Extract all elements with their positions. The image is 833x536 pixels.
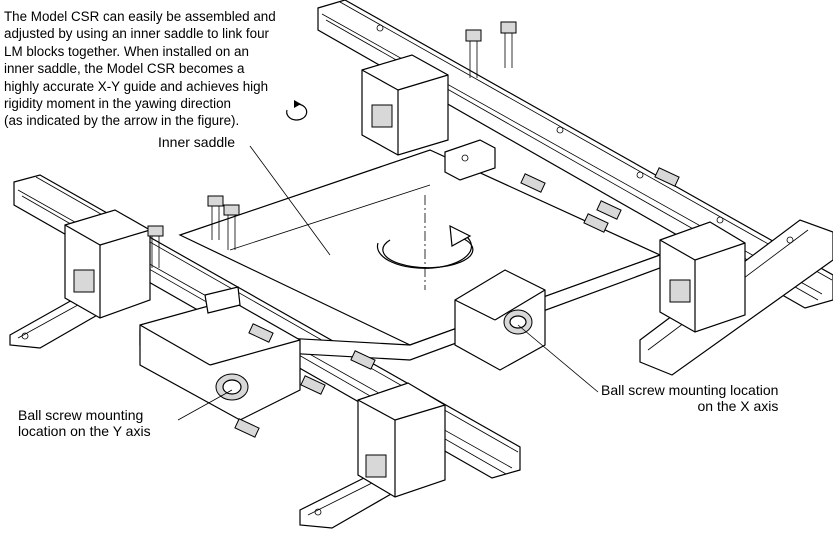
lm-block-bottom: [357, 382, 446, 498]
description-text: The Model CSR can easily be assembled an…: [4, 8, 304, 130]
ball-screw-x-label-line: Ball screw mounting location: [601, 382, 779, 398]
rear-stopper-block: [444, 139, 496, 181]
description-line: (as indicated by the arrow in the figure…: [4, 113, 240, 129]
ball-screw-x-label-line: on the X axis: [697, 398, 779, 414]
ball-screw-y-label-line: Ball screw mounting: [18, 407, 144, 423]
lm-block-top: [361, 54, 449, 156]
ball-screw-bracket-y: [139, 286, 301, 421]
yaw-rotation-arrow: [376, 195, 474, 290]
ball-screw-bracket-x: [454, 269, 546, 371]
lm-block-right: [659, 221, 746, 333]
bolts: [147, 21, 680, 438]
description-line: rigidity moment in the yawing direction: [4, 96, 232, 112]
description-line: adjusted by using an inner saddle to lin…: [4, 26, 270, 42]
ball-screw-x-label: Ball screw mounting location on the X ax…: [601, 382, 778, 414]
ball-screw-y-label: Ball screw mounting location on the Y ax…: [18, 407, 151, 439]
description-line: highly accurate X-Y guide and achieves h…: [4, 78, 269, 94]
ball-screw-y-label-line: location on the Y axis: [18, 423, 151, 439]
inner-saddle-label: Inner saddle: [158, 134, 236, 150]
description-line: inner saddle, the Model CSR becomes a: [4, 61, 245, 77]
description-line: The Model CSR can easily be assembled an…: [4, 9, 276, 24]
description-line: LM blocks together. When installed on an: [4, 43, 249, 59]
yaw-direction-icon: [286, 100, 308, 121]
leader-lines: [177, 145, 599, 421]
lm-block-left: [64, 209, 151, 319]
